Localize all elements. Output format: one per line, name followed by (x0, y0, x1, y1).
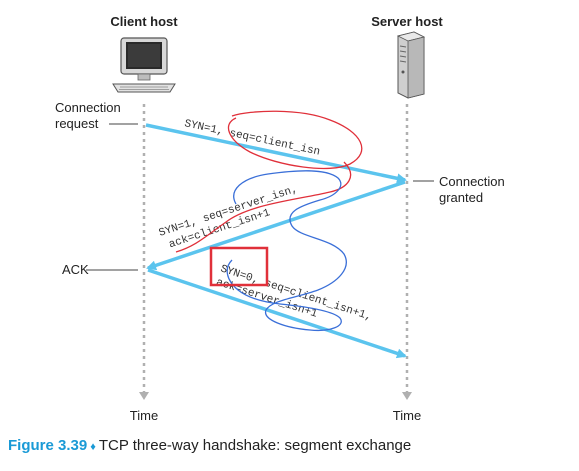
server-tower-icon (396, 31, 426, 99)
figure-number: Figure 3.39 (8, 437, 88, 454)
syn-arrow (145, 123, 407, 184)
server-host-title: Server host (371, 14, 443, 29)
red-annotation-circle (175, 110, 363, 253)
desktop-computer-icon (112, 37, 176, 93)
server-time-label: Time (393, 408, 421, 423)
client-host-title: Client host (110, 14, 178, 29)
caption-text: TCP three-way handshake: segment exchang… (98, 437, 412, 454)
connection-request-label-line2: request (55, 116, 99, 131)
connection-granted-label-line2: granted (439, 190, 483, 205)
ack-label: ACK (62, 262, 89, 277)
figure-caption: Figure 3.39♦TCP three-way handshake: seg… (8, 437, 411, 454)
connection-granted-label-line1: Connection (439, 174, 505, 189)
syn0-highlight-box (209, 246, 269, 287)
synack-arrow (146, 180, 406, 271)
caption-separator-icon: ♦ (90, 441, 96, 453)
connection-request-label-line1: Connection (55, 100, 121, 115)
blue-annotation-scribble (226, 170, 347, 332)
client-time-label: Time (130, 408, 158, 423)
client-timeline-arrowhead (139, 392, 149, 400)
ack-segment-arrow (147, 268, 407, 359)
server-timeline-arrowhead (402, 392, 412, 400)
